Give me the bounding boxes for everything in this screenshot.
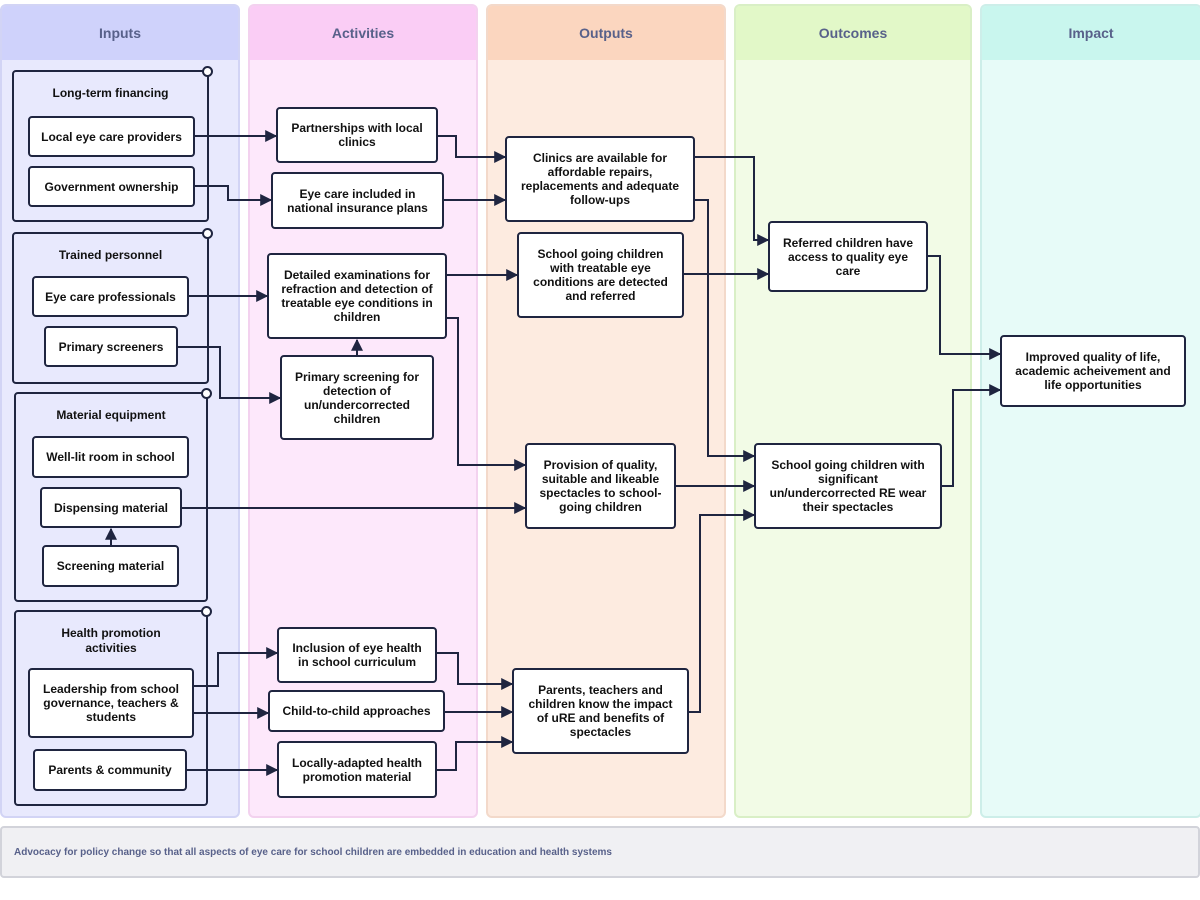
activity-child-to-child: Child-to-child approaches xyxy=(268,690,445,732)
group-health-promotion: Health promotion activities xyxy=(14,606,212,806)
column-header-impact: Impact xyxy=(982,6,1200,60)
output-spectacles-provision: Provision of quality, suitable and likea… xyxy=(525,443,676,529)
input-dispensing-material: Dispensing material xyxy=(40,487,182,528)
group-title-equipment: Material equipment xyxy=(56,408,166,422)
outcome-referred-access: Referred children have access to quality… xyxy=(768,221,928,292)
output-clinics-available: Clinics are available for affordable rep… xyxy=(505,136,695,222)
group-connector-dot xyxy=(202,66,213,77)
activity-health-promotion-material: Locally-adapted health promotion materia… xyxy=(277,741,437,798)
input-eye-care-professionals: Eye care professionals xyxy=(32,276,189,317)
input-leadership: Leadership from school governance, teach… xyxy=(28,668,194,738)
input-parents-community: Parents & community xyxy=(33,749,187,791)
input-primary-screeners: Primary screeners xyxy=(44,326,178,367)
outcome-wear-spectacles: School going children with significant u… xyxy=(754,443,942,529)
group-connector-dot xyxy=(201,388,212,399)
activity-national-insurance: Eye care included in national insurance … xyxy=(271,172,444,229)
output-children-detected: School going children with treatable eye… xyxy=(517,232,684,318)
input-government-ownership: Government ownership xyxy=(28,166,195,207)
group-title-promotion: Health promotion activities xyxy=(61,626,161,655)
input-local-eye-care-providers: Local eye care providers xyxy=(28,116,195,157)
activity-detailed-examinations: Detailed examinations for refraction and… xyxy=(267,253,447,339)
group-trained-personnel: Trained personnel xyxy=(12,228,213,384)
group-connector-dot xyxy=(201,606,212,617)
activity-primary-screening: Primary screening for detection of un/un… xyxy=(280,355,434,440)
output-knowledge: Parents, teachers and children know the … xyxy=(512,668,689,754)
group-title-financing: Long-term financing xyxy=(52,86,169,100)
impact-quality-of-life: Improved quality of life, academic achei… xyxy=(1000,335,1186,407)
group-connector-dot xyxy=(202,228,213,239)
column-header-activities: Activities xyxy=(250,6,476,60)
column-impact: Impact xyxy=(980,4,1200,818)
group-long-term-financing: Long-term financing xyxy=(12,66,213,222)
activity-curriculum: Inclusion of eye health in school curric… xyxy=(277,627,437,683)
column-header-outputs: Outputs xyxy=(488,6,724,60)
column-header-outcomes: Outcomes xyxy=(736,6,970,60)
activity-partnerships: Partnerships with local clinics xyxy=(276,107,438,163)
group-title-personnel: Trained personnel xyxy=(58,248,163,262)
input-well-lit-room: Well-lit room in school xyxy=(32,436,189,478)
column-outcomes: Outcomes xyxy=(734,4,972,818)
input-screening-material: Screening material xyxy=(42,545,179,587)
advocacy-footer: Advocacy for policy change so that all a… xyxy=(0,826,1200,878)
column-header-inputs: Inputs xyxy=(2,6,238,60)
